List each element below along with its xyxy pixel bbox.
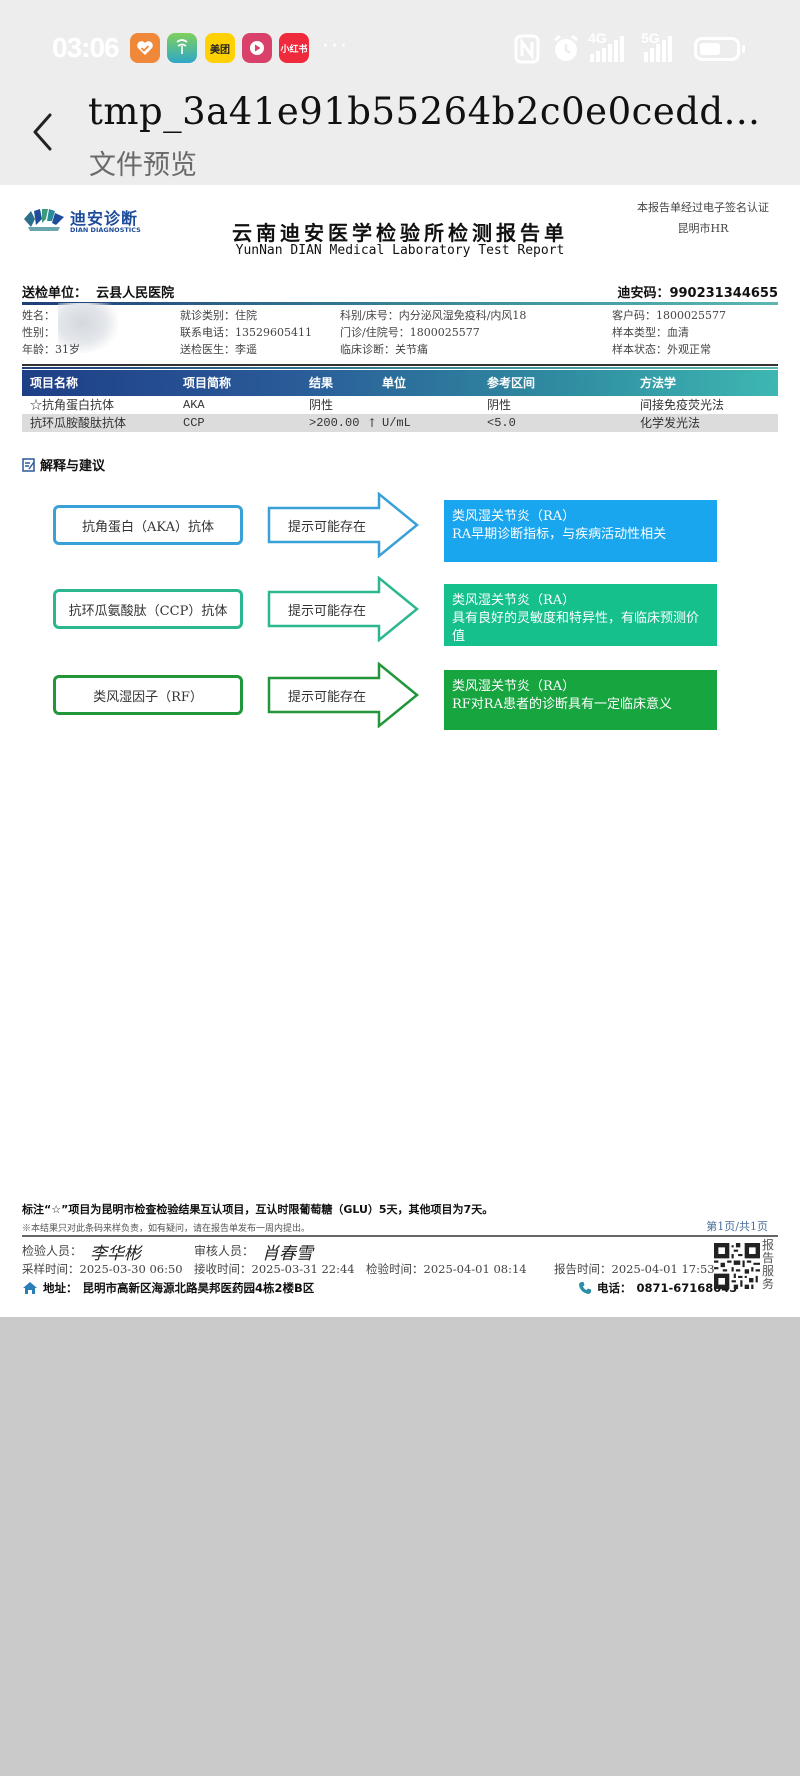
xiaohongshu-app-icon: 小红书 bbox=[279, 33, 309, 63]
report-time: 报告时间：2025-04-01 17:53 bbox=[554, 1262, 715, 1276]
report-title-cn: 云南迪安医学检验所检测报告单 bbox=[232, 221, 568, 245]
divider bbox=[22, 1235, 778, 1237]
more-notifications-icon: ··· bbox=[322, 34, 349, 59]
certification-note: 本报告单经过电子签名认证 昆明市HR bbox=[637, 201, 769, 235]
phone-row: 电话： 0871-67168045 bbox=[578, 1280, 737, 1296]
send-unit-row: 送检单位： 云县人民医院 迪安码：990231344655 bbox=[22, 286, 778, 301]
status-bar: 03:06 美团 小红书 ··· 4G 5G bbox=[0, 28, 800, 70]
network-4g-label: 4G bbox=[588, 30, 607, 46]
interpretation-item: 抗环瓜氨酸肽（CCP）抗体 提示可能存在 类风湿关节炎（RA） 具有良好的灵敏度… bbox=[0, 576, 800, 646]
test-box: 抗角蛋白（AKA）抗体 bbox=[53, 505, 243, 545]
report-document: 迪安诊断 DIAN DIAGNOSTICS 云南迪安医学检验所检测报告单 Yun… bbox=[0, 185, 800, 1317]
interpretation-title: 解释与建议 bbox=[22, 455, 105, 474]
health-app-icon bbox=[130, 33, 160, 63]
phone-icon bbox=[579, 1282, 591, 1294]
video-app-icon bbox=[242, 33, 272, 63]
reviewer-signature: 肖春雪 bbox=[262, 1244, 313, 1264]
collect-time: 采样时间：2025-03-30 06:50 bbox=[22, 1262, 183, 1276]
report-title-en: YunNan DIAN Medical Laboratory Test Repo… bbox=[235, 243, 565, 258]
test-time: 检验时间：2025-04-01 08:14 bbox=[366, 1262, 527, 1276]
empty-background bbox=[0, 1317, 800, 1776]
network-5g-label: 5G bbox=[641, 30, 660, 46]
signal-5g-icon bbox=[644, 36, 672, 62]
signal-4g-icon bbox=[590, 36, 624, 62]
ai-app-icon bbox=[167, 33, 197, 63]
divider bbox=[22, 302, 778, 305]
note-icon bbox=[22, 457, 35, 472]
interpretation-item: 类风湿因子（RF） 提示可能存在 类风湿关节炎（RA） RF对RA患者的诊断具有… bbox=[0, 662, 800, 732]
file-title: tmp_3a41e91b55264b2c0e0cedd... bbox=[88, 90, 761, 133]
interpretation-item: 抗角蛋白（AKA）抗体 提示可能存在 类风湿关节炎（RA） RA早期诊断指标，与… bbox=[0, 492, 800, 562]
dian-logo-icon bbox=[24, 209, 64, 231]
divider bbox=[22, 367, 778, 369]
table-row: ☆抗角蛋白抗体 AKA 阴性 阴性 间接免疫荧光法 bbox=[30, 398, 725, 412]
address-row: 地址： 昆明市高新区海源北路昊邦医药园4栋2楼B区 bbox=[22, 1280, 314, 1296]
arrow-icon bbox=[267, 576, 419, 642]
patient-info: 姓名： 性别： 年龄：31岁 就诊类别：住院 联系电话：13529605411 … bbox=[22, 309, 726, 356]
receive-time: 接收时间：2025-03-31 22:44 bbox=[194, 1262, 355, 1276]
time-row: 采样时间：2025-03-30 06:50 接收时间：2025-03-31 22… bbox=[22, 1261, 742, 1279]
qr-label: 报告服务 bbox=[762, 1238, 775, 1291]
table-header: 项目名称 项目简称 结果 单位 参考区间 方法学 bbox=[22, 370, 778, 396]
disclaimer: ※本结果只对此条码来样负责，如有疑问，请在报告单发布一周内提出。 bbox=[22, 1224, 311, 1234]
page-indicator: 第1页/共1页 bbox=[706, 1220, 768, 1233]
alarm-icon bbox=[554, 34, 578, 61]
test-box: 抗环瓜氨酸肽（CCP）抗体 bbox=[53, 589, 243, 629]
file-preview-subtitle: 文件预览 bbox=[89, 150, 197, 181]
redacted-name bbox=[58, 303, 118, 353]
dian-code: 990231344655 bbox=[669, 286, 778, 301]
arrow-icon bbox=[267, 662, 419, 728]
result-box: 类风湿关节炎（RA） RA早期诊断指标，与疾病活动性相关 bbox=[444, 500, 717, 562]
qr-code[interactable] bbox=[714, 1243, 760, 1289]
result-box: 类风湿关节炎（RA） 具有良好的灵敏度和特异性，有临床预测价值 bbox=[444, 584, 717, 646]
high-flag-icon: ↑ bbox=[367, 416, 378, 430]
test-box: 类风湿因子（RF） bbox=[53, 675, 243, 715]
meituan-app-icon: 美团 bbox=[205, 33, 235, 63]
mutual-recognition-note: 标注“☆”项目为昆明市检查检验结果互认项目，互认时限葡萄糖（GLU）5天，其他项… bbox=[22, 1203, 494, 1216]
arrow-icon bbox=[267, 492, 419, 558]
battery-icon bbox=[694, 37, 745, 61]
status-time: 03:06 bbox=[52, 32, 120, 63]
app-header: 03:06 美团 小红书 ··· 4G 5G tmp_3a41e91b55264… bbox=[0, 0, 800, 185]
home-icon bbox=[23, 1282, 37, 1294]
nfc-icon bbox=[514, 34, 540, 64]
result-box: 类风湿关节炎（RA） RF对RA患者的诊断具有一定临床意义 bbox=[444, 670, 717, 730]
signature-row: 检验人员： 李华彬 审核人员： 肖春雪 bbox=[22, 1239, 722, 1264]
results-table: 项目名称 项目简称 结果 单位 参考区间 方法学 ☆抗角蛋白抗体 AKA 阴性 … bbox=[22, 370, 778, 432]
back-button[interactable] bbox=[30, 112, 56, 152]
send-unit: 云县人民医院 bbox=[96, 286, 175, 301]
dian-logo: 迪安诊断 DIAN DIAGNOSTICS bbox=[22, 205, 142, 235]
divider bbox=[22, 364, 778, 366]
tester-signature: 李华彬 bbox=[90, 1244, 141, 1264]
table-row: 抗环瓜胺酸肽抗体 CCP >200.00 ↑ U/mL <5.0 化学发光法 bbox=[22, 414, 778, 432]
